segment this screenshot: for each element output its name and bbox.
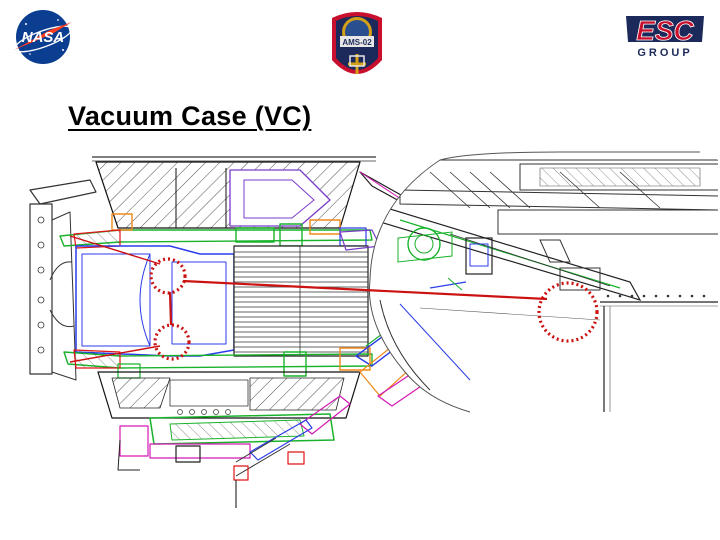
esc-group-logo: ESC GROUP — [626, 15, 704, 59]
marker-connector — [182, 279, 548, 301]
marker-connector — [69, 345, 161, 363]
detail-view — [369, 152, 718, 412]
nasa-logo-text: NASA — [22, 29, 65, 46]
left-assembly — [29, 156, 475, 508]
nasa-logo: NASA — [14, 10, 72, 64]
marker-circle — [153, 323, 191, 361]
magnet-core-lines — [233, 245, 369, 357]
marker-connector — [168, 291, 173, 326]
esc-logo-text: ESC — [636, 15, 694, 46]
marker-circle — [537, 281, 599, 343]
marker-connector — [69, 235, 161, 265]
ams-patch-text: AMS-02 — [342, 38, 372, 47]
esc-logo-subtext: GROUP — [637, 47, 692, 59]
ams-02-patch: AMS-02 — [332, 12, 382, 74]
marker-circle — [149, 257, 187, 295]
slide-title: Vacuum Case (VC) — [68, 101, 312, 131]
highlight-markers — [69, 235, 599, 363]
